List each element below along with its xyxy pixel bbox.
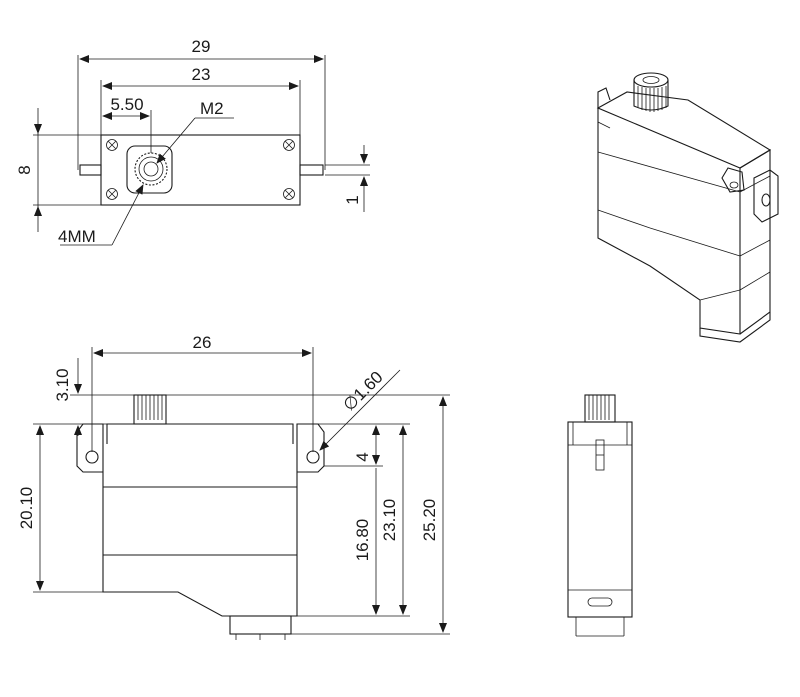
side-body bbox=[567, 421, 633, 618]
corner-screws bbox=[106, 139, 295, 200]
top-view-body bbox=[100, 134, 301, 206]
dim-tab-thickness: 1 bbox=[343, 195, 362, 204]
dim-tab-offset: 3.10 bbox=[53, 368, 72, 401]
dim-hole-spacing: 26 bbox=[193, 333, 212, 352]
thread-label: M2 bbox=[200, 99, 224, 118]
top-view-left-tab bbox=[79, 164, 102, 176]
m2-hole bbox=[143, 161, 159, 177]
side-view bbox=[567, 394, 633, 637]
dim-shaft-offset: 5.50 bbox=[110, 95, 143, 114]
isometric-view bbox=[596, 72, 779, 343]
dim-overall-height: 25.20 bbox=[420, 499, 439, 542]
dim-hole-to-top: 4 bbox=[353, 452, 372, 461]
top-view: 29 23 5.50 M2 8 1 4MM bbox=[15, 37, 370, 246]
dim-body-height: 20.10 bbox=[17, 487, 36, 530]
dim-overall-width: 29 bbox=[192, 37, 211, 56]
dim-body-width: 23 bbox=[192, 65, 211, 84]
dim-tab-to-bottom: 16.80 bbox=[353, 519, 372, 562]
dim-depth: 8 bbox=[15, 165, 34, 174]
shaft-boss bbox=[126, 145, 173, 194]
dim-tab-to-bottom-full: 23.10 bbox=[380, 499, 399, 542]
left-mount-hole bbox=[85, 450, 99, 464]
right-mount-hole bbox=[306, 450, 320, 464]
spline-gear bbox=[134, 152, 168, 186]
dim-hole-diameter: ∅1.60 bbox=[339, 368, 386, 415]
front-view: 26 3.10 ∅1.60 4 20.10 16.80 23.10 25.20 bbox=[17, 333, 450, 640]
top-view-right-tab bbox=[299, 164, 324, 176]
spline-label: 4MM bbox=[58, 227, 96, 246]
